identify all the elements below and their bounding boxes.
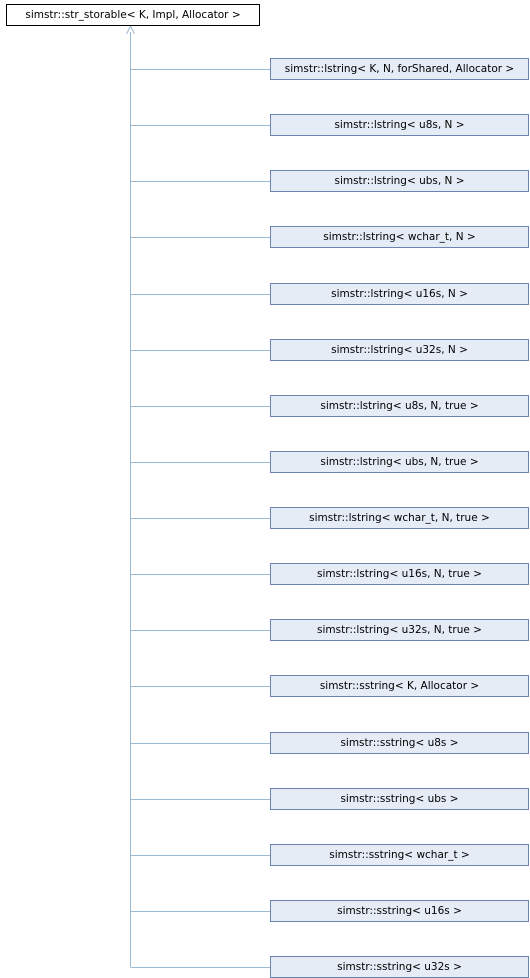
base-class-label: simstr::str_storable< K, Impl, Allocator… xyxy=(25,9,241,21)
derived-class-node[interactable]: simstr::lstring< u16s, N > xyxy=(270,283,529,305)
derived-class-label: simstr::sstring< u16s > xyxy=(337,905,462,917)
derived-class-label: simstr::lstring< u16s, N > xyxy=(331,288,468,300)
derived-class-label: simstr::lstring< u32s, N > xyxy=(331,344,468,356)
derived-class-node[interactable]: simstr::lstring< u8s, N, true > xyxy=(270,395,529,417)
derived-class-node[interactable]: simstr::lstring< K, N, forShared, Alloca… xyxy=(270,58,529,80)
derived-class-label: simstr::sstring< u8s > xyxy=(340,737,459,749)
derived-class-node[interactable]: simstr::lstring< wchar_t, N > xyxy=(270,226,529,248)
derived-class-label: simstr::lstring< u8s, N > xyxy=(334,119,465,131)
derived-class-label: simstr::lstring< u16s, N, true > xyxy=(317,568,482,580)
derived-class-label: simstr::sstring< wchar_t > xyxy=(329,849,470,861)
derived-class-node[interactable]: simstr::lstring< u32s, N, true > xyxy=(270,619,529,641)
derived-class-node[interactable]: simstr::lstring< ubs, N > xyxy=(270,170,529,192)
derived-class-node[interactable]: simstr::sstring< ubs > xyxy=(270,788,529,810)
derived-class-node[interactable]: simstr::sstring< u8s > xyxy=(270,732,529,754)
derived-class-label: simstr::lstring< u32s, N, true > xyxy=(317,624,482,636)
derived-class-label: simstr::lstring< u8s, N, true > xyxy=(320,400,479,412)
derived-class-node[interactable]: simstr::sstring< u16s > xyxy=(270,900,529,922)
derived-class-label: simstr::sstring< K, Allocator > xyxy=(319,680,480,692)
derived-class-node[interactable]: simstr::lstring< u32s, N > xyxy=(270,339,529,361)
derived-class-label: simstr::sstring< ubs > xyxy=(340,793,459,805)
derived-class-node[interactable]: simstr::sstring< wchar_t > xyxy=(270,844,529,866)
derived-class-node[interactable]: simstr::lstring< ubs, N, true > xyxy=(270,451,529,473)
inheritance-arrowhead xyxy=(126,24,135,35)
derived-class-label: simstr::lstring< ubs, N > xyxy=(334,175,465,187)
derived-class-node[interactable]: simstr::lstring< u16s, N, true > xyxy=(270,563,529,585)
derived-class-node[interactable]: simstr::sstring< u32s > xyxy=(270,956,529,978)
derived-class-label: simstr::lstring< ubs, N, true > xyxy=(320,456,479,468)
derived-class-node[interactable]: simstr::lstring< wchar_t, N, true > xyxy=(270,507,529,529)
derived-class-node[interactable]: simstr::lstring< u8s, N > xyxy=(270,114,529,136)
derived-class-node[interactable]: simstr::sstring< K, Allocator > xyxy=(270,675,529,697)
derived-class-label: simstr::lstring< K, N, forShared, Alloca… xyxy=(284,63,515,75)
derived-class-label: simstr::lstring< wchar_t, N > xyxy=(323,231,476,243)
derived-class-label: simstr::lstring< wchar_t, N, true > xyxy=(309,512,490,524)
base-class-node[interactable]: simstr::str_storable< K, Impl, Allocator… xyxy=(6,4,260,26)
derived-class-label: simstr::sstring< u32s > xyxy=(337,961,462,973)
